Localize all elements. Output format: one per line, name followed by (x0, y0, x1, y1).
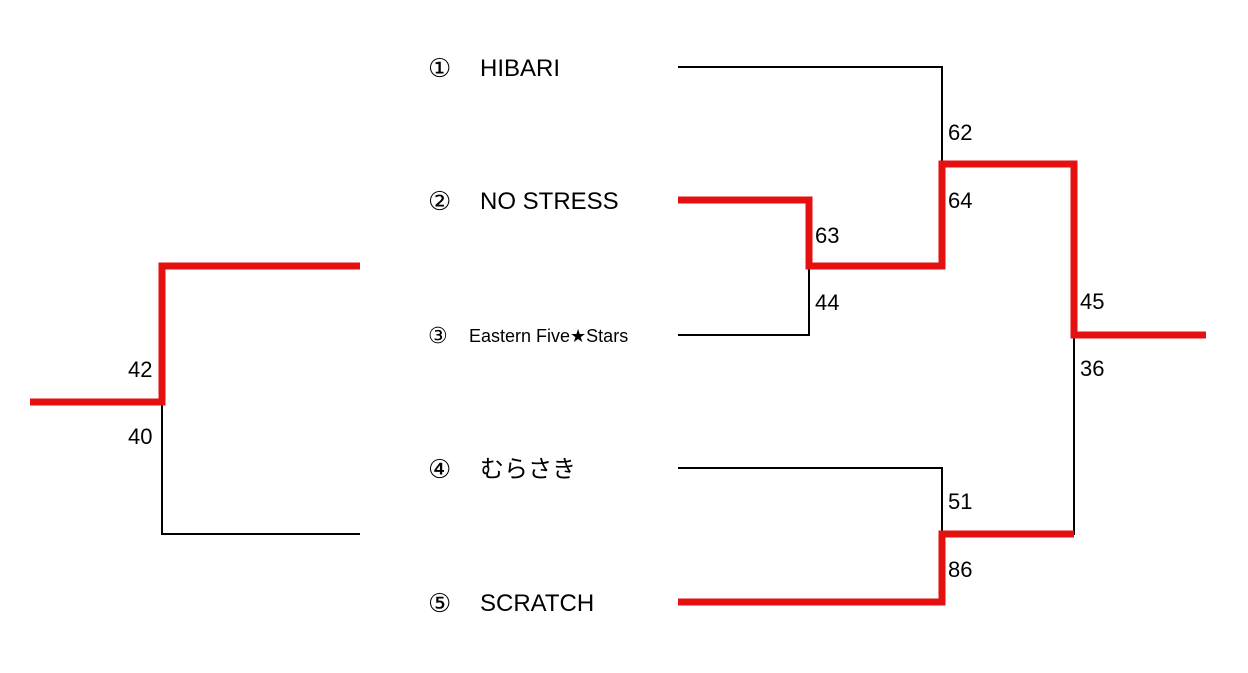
team-3-name: Eastern Five★Stars (469, 326, 628, 346)
team5-winner-path (678, 530, 1074, 606)
score-quarter-a-bottom: 64 (948, 188, 972, 213)
team3-line (678, 266, 810, 336)
team4-line (678, 467, 943, 534)
team-5-name: SCRATCH (480, 590, 594, 617)
team-5: ⑤ SCRATCH (428, 589, 594, 619)
team-4-name: むらさき (480, 456, 576, 483)
team-3-seed: ③ (428, 324, 448, 349)
team2-winner-path (678, 160, 1206, 339)
score-semi-a-top: 63 (815, 223, 839, 248)
score-left-top: 42 (128, 357, 152, 382)
team1-line (678, 66, 943, 164)
team-5-seed: ⑤ (428, 589, 451, 619)
score-quarter-b-top: 51 (948, 489, 972, 514)
team-1-seed: ① (428, 54, 451, 84)
team-2-seed: ② (428, 187, 451, 217)
score-semi-a-bottom: 44 (815, 290, 839, 315)
team-2: ② NO STRESS (428, 187, 619, 217)
score-quarter-b-bottom: 86 (948, 557, 972, 582)
left-bracket-winner-path (30, 262, 360, 406)
team-3: ③ Eastern Five★Stars (428, 324, 628, 349)
team-4-seed: ④ (428, 455, 451, 485)
left-bracket-bottom-line (161, 402, 360, 535)
team-1-name: HIBARI (480, 55, 560, 82)
team-4: ④ むらさき (428, 455, 576, 485)
score-final-top: 45 (1080, 289, 1104, 314)
team-2-name: NO STRESS (480, 188, 619, 215)
score-final-bottom: 36 (1080, 356, 1104, 381)
score-left-bottom: 40 (128, 424, 152, 449)
team-1: ① HIBARI (428, 54, 560, 84)
score-quarter-a-top: 62 (948, 120, 972, 145)
